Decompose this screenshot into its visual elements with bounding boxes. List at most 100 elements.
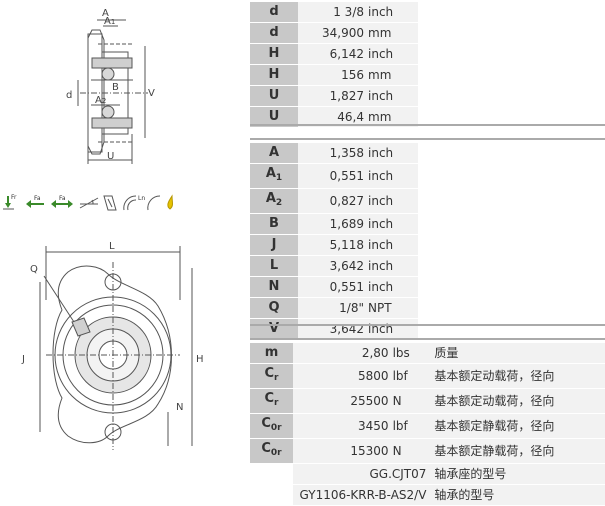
svg-text:Fa: Fa bbox=[34, 195, 41, 202]
row-filler bbox=[418, 2, 604, 23]
symbol-letter: A bbox=[268, 145, 280, 160]
dimension-symbol: L bbox=[250, 255, 298, 277]
dimension-value: 156 bbox=[298, 64, 368, 86]
row-filler bbox=[418, 213, 604, 235]
property-value: 5800 bbox=[293, 363, 393, 389]
property-description: 基本额定静载荷，径向 bbox=[430, 413, 605, 439]
dimension-unit: inch bbox=[368, 188, 418, 214]
dimension-symbol: J bbox=[250, 234, 298, 256]
dimension-value: 1/8" bbox=[298, 297, 368, 319]
dimension-unit: inch bbox=[368, 2, 418, 23]
dimension-unit: inch bbox=[368, 234, 418, 256]
dimension-symbol: d bbox=[250, 2, 298, 23]
dimension-symbol: C0r bbox=[250, 413, 293, 439]
row-filler bbox=[418, 276, 604, 298]
dimension-unit: mm bbox=[368, 22, 418, 44]
property-unit: lbs bbox=[392, 343, 431, 364]
dimension-unit: mm bbox=[368, 64, 418, 86]
designation-value: GG.CJT07 bbox=[293, 463, 431, 485]
property-description: 基本额定动载荷，径向 bbox=[430, 388, 605, 414]
dimension-value: 0,551 bbox=[298, 163, 368, 189]
dimension-value: 34,900 bbox=[298, 22, 368, 44]
property-unit: lbf bbox=[392, 413, 431, 439]
dimension-value: 3,642 bbox=[298, 255, 368, 277]
dimension-symbol: U bbox=[250, 85, 298, 107]
load-icons-row: Fr Fa Fa Ln bbox=[3, 194, 173, 211]
symbol-letter: J bbox=[271, 237, 277, 252]
dimension-symbol: A2 bbox=[250, 188, 298, 214]
dim-label-U: U bbox=[107, 151, 114, 162]
axial-load-left-icon: Fa bbox=[26, 195, 44, 208]
property-value: 15300 bbox=[293, 438, 393, 464]
dim-label-N: N bbox=[176, 402, 183, 413]
section-divider bbox=[250, 338, 605, 340]
row-filler bbox=[418, 43, 604, 65]
empty-symbol bbox=[250, 463, 293, 485]
symbol-subscript: r bbox=[274, 373, 279, 383]
property-unit: N bbox=[392, 388, 431, 414]
symbol-letter: B bbox=[269, 216, 279, 231]
dim-label-Q: Q bbox=[30, 264, 38, 275]
dimension-symbol: m bbox=[250, 343, 293, 364]
symbol-letter: V bbox=[268, 321, 280, 336]
symbol-subscript: 1 bbox=[275, 173, 283, 183]
dimension-symbol: Q bbox=[250, 297, 298, 319]
dimension-symbol: V bbox=[250, 318, 298, 340]
dimension-value: 6,142 bbox=[298, 43, 368, 65]
property-unit: lbf bbox=[392, 363, 431, 389]
bearing-arc-icon: Ln bbox=[123, 195, 145, 211]
symbol-letter: H bbox=[268, 46, 280, 61]
dimension-symbol: H bbox=[250, 43, 298, 65]
symbol-letter: Q bbox=[268, 300, 280, 315]
dimension-symbol: C0r bbox=[250, 438, 293, 464]
symbol-letter: C bbox=[261, 441, 271, 456]
axial-load-both-icon: Fa bbox=[51, 195, 73, 208]
symbol-letter: C bbox=[264, 366, 275, 381]
property-value: 3450 bbox=[293, 413, 393, 439]
dimension-value: 0,551 bbox=[298, 276, 368, 298]
dimension-symbol: A bbox=[250, 143, 298, 164]
dimension-unit: inch bbox=[368, 318, 418, 340]
symbol-letter: U bbox=[268, 88, 280, 103]
symbol-letter: m bbox=[264, 345, 279, 360]
symbol-letter: N bbox=[268, 279, 280, 294]
symbol-letter: A bbox=[265, 166, 276, 181]
property-value: 2,80 bbox=[293, 343, 393, 364]
dim-label-H: H bbox=[196, 354, 204, 365]
dimension-unit: inch bbox=[368, 163, 418, 189]
symbol-letter: H bbox=[268, 67, 280, 82]
dimension-symbol: U bbox=[250, 106, 298, 128]
row-filler bbox=[418, 234, 604, 256]
dim-label-A: A bbox=[102, 8, 109, 19]
property-description: 基本额定动载荷，径向 bbox=[430, 363, 605, 389]
dimension-unit: inch bbox=[368, 213, 418, 235]
row-filler bbox=[418, 143, 604, 164]
dim-label-A1: A1 bbox=[104, 16, 115, 27]
row-filler bbox=[418, 188, 604, 214]
dim-label-B: B bbox=[112, 82, 119, 93]
row-filler bbox=[418, 163, 604, 189]
dimension-value: 1,827 bbox=[298, 85, 368, 107]
dimension-unit: inch bbox=[368, 255, 418, 277]
row-filler bbox=[418, 318, 604, 340]
dimension-symbol: d bbox=[250, 22, 298, 44]
dimension-symbol: H bbox=[250, 64, 298, 86]
seal-icon bbox=[103, 195, 117, 211]
symbol-letter: d bbox=[269, 25, 279, 40]
dimension-value: 0,827 bbox=[298, 188, 368, 214]
